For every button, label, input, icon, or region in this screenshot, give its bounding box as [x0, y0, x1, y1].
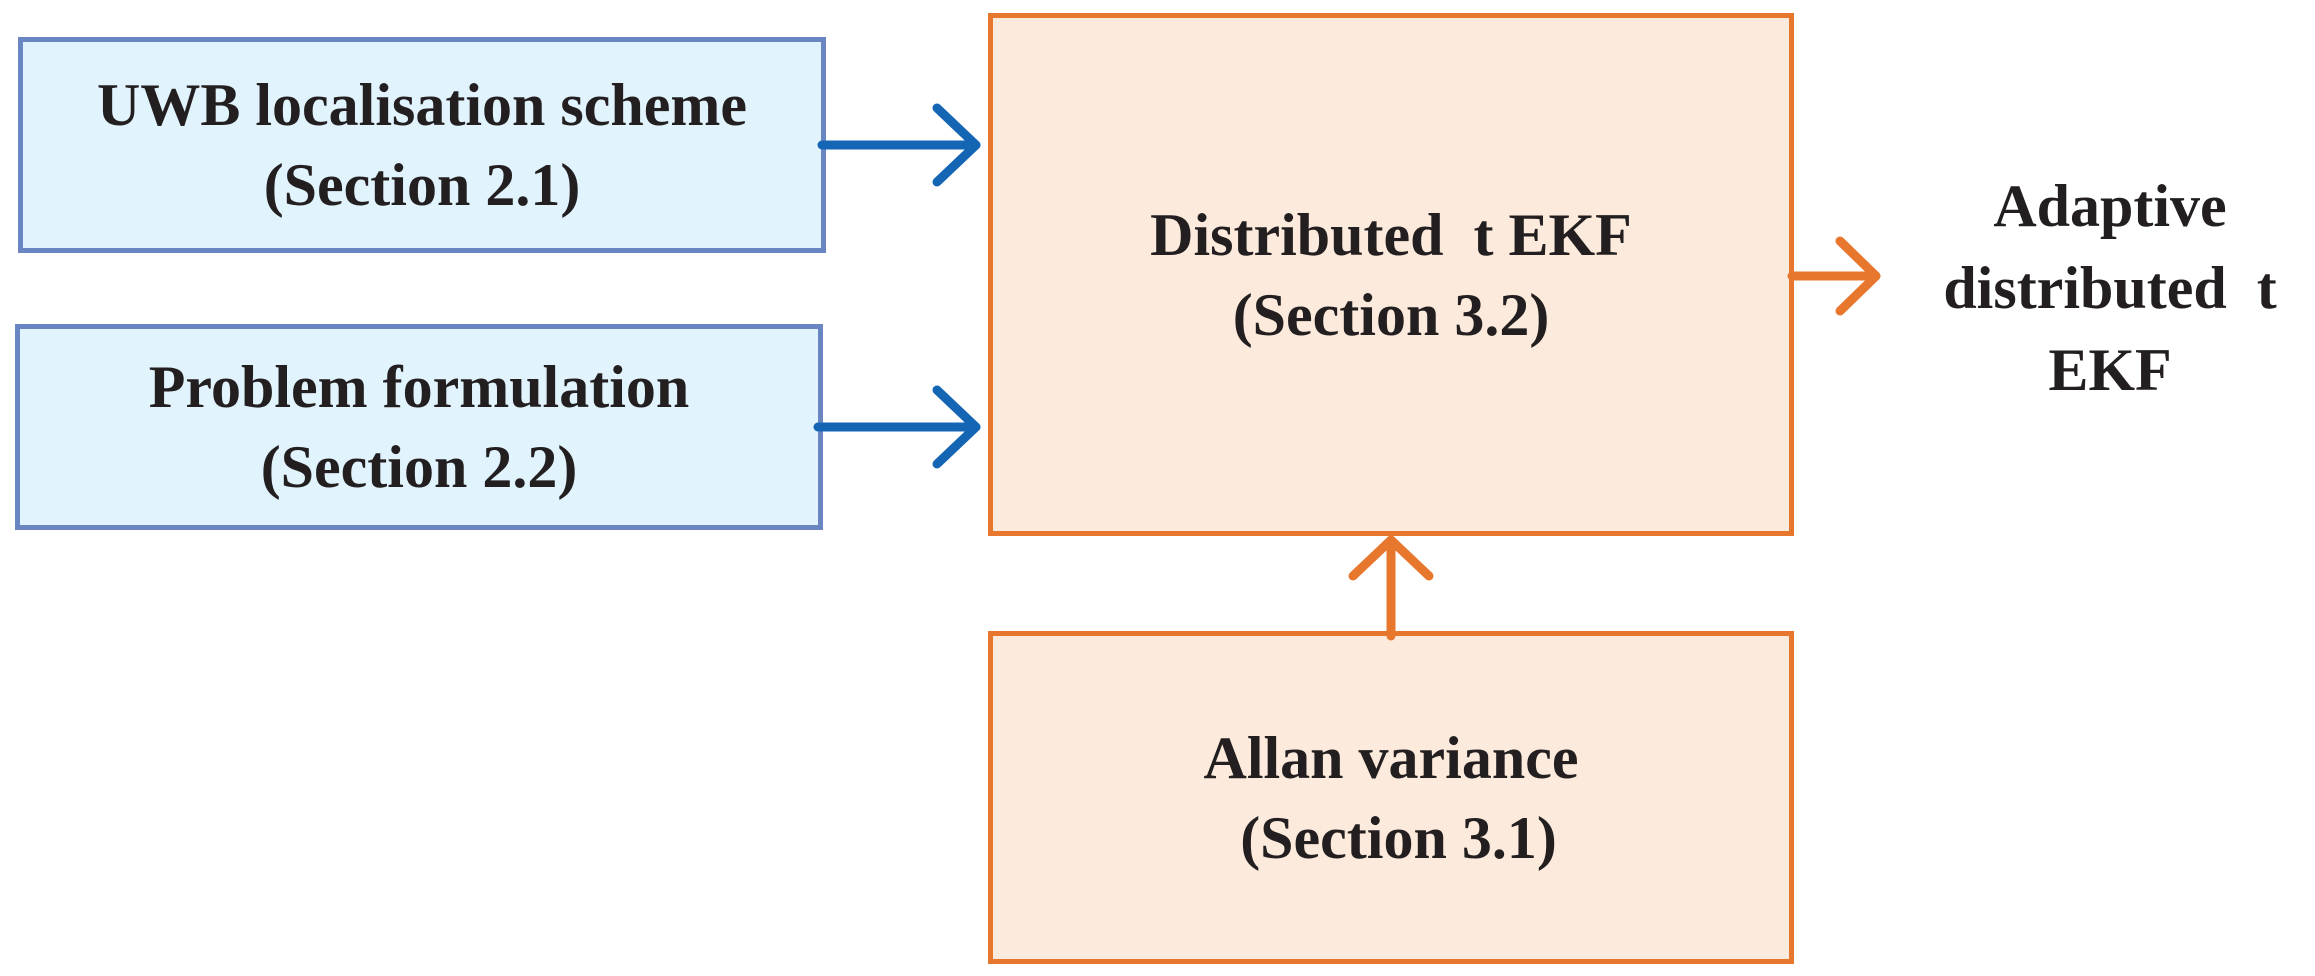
arrow-allan-to-distributed	[1348, 535, 1434, 641]
uwb-box-section: (Section 2.1)	[263, 152, 581, 218]
problem-box-title: Problem formulation	[148, 354, 690, 420]
distributed-box-section: (Section 3.2)	[1232, 281, 1550, 348]
arrow-uwb-to-distributed	[817, 103, 981, 187]
allan-variance-box: Allan variance (Section 3.1)	[988, 631, 1794, 964]
uwb-box-title: UWB localisation scheme	[97, 72, 747, 138]
allan-box-section: (Section 3.1)	[1225, 804, 1557, 871]
output-label-line-2: distributed t	[1943, 255, 2277, 321]
output-label: Adaptive distributed t EKF	[1900, 165, 2315, 411]
arrow-distributed-to-output	[1787, 236, 1881, 316]
arrow-problem-to-distributed	[813, 385, 981, 469]
output-label-line-3: EKF	[2048, 337, 2172, 403]
output-label-line-1: Adaptive	[1993, 173, 2227, 239]
allan-box-title: Allan variance	[1203, 724, 1579, 791]
problem-box-section: (Section 2.2)	[260, 434, 578, 500]
distributed-box-title: Distributed t EKF	[1150, 201, 1632, 268]
distributed-t-ekf-box: Distributed t EKF (Section 3.2)	[988, 13, 1794, 536]
uwb-localisation-scheme-box: UWB localisation scheme (Section 2.1)	[18, 37, 826, 253]
